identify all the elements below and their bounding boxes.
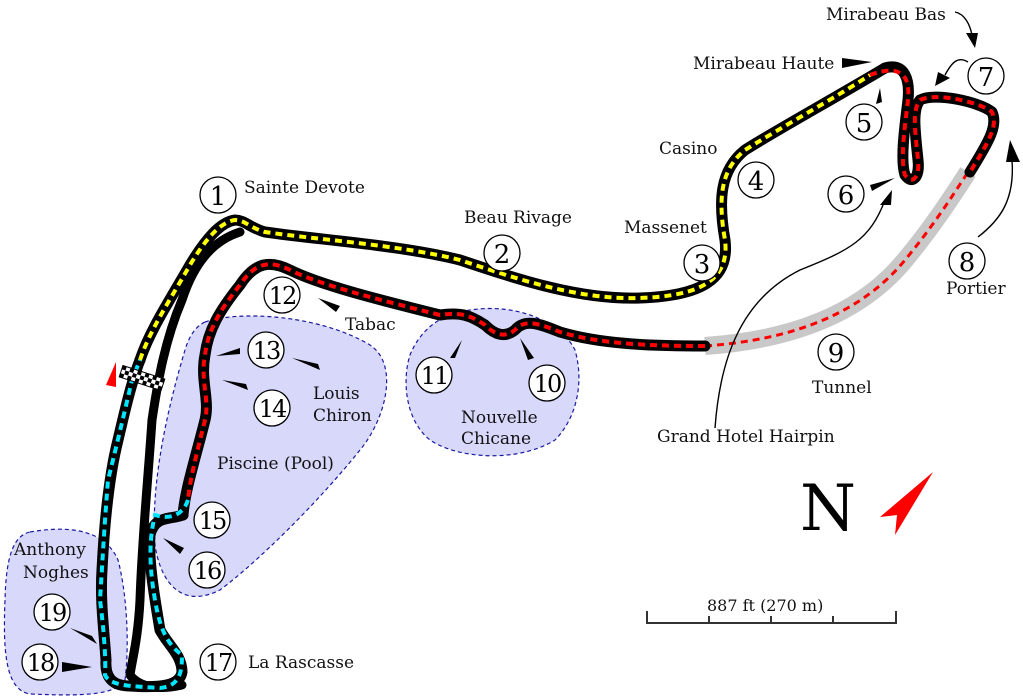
start-finish-line [118,364,166,392]
svg-text:1: 1 [210,182,227,212]
label-noghes: Noghes [23,563,89,583]
pit-lane [125,227,245,692]
svg-text:17: 17 [205,649,232,677]
label-tabac: Tabac [345,315,396,335]
label-louis: Louis [313,384,360,404]
corner-19: 19 [33,593,71,631]
label-anthony: Anthony [13,540,86,560]
arrowhead-icon [1006,140,1020,162]
svg-text:3: 3 [694,250,711,280]
svg-text:12: 12 [269,282,296,310]
corner-pointers [62,58,895,672]
label-tunnel: Tunnel [812,378,872,398]
svg-text:7: 7 [978,63,995,93]
svg-text:2: 2 [494,240,511,270]
label-beau-rivage: Beau Rivage [464,208,572,228]
track-sector-2b [186,262,706,501]
corner-18: 18 [21,643,59,681]
svg-text:11: 11 [421,362,448,390]
svg-text:9: 9 [828,339,845,369]
label-massenet: Massenet [624,218,707,238]
label-nouvelle: Nouvelle [461,408,538,428]
tunnel-sector-2 [704,171,970,348]
label-chicane: Chicane [461,429,531,449]
corner-14: 14 [253,389,291,427]
arrowhead-icon [935,72,950,86]
corner-7: 7 [967,57,1005,95]
track-sector-2 [869,68,996,182]
label-chiron: Chiron [313,406,372,426]
label-la-rascasse: La Rascasse [248,653,354,673]
arrowhead-icon [880,190,892,205]
svg-text:18: 18 [27,649,54,677]
svg-text:19: 19 [39,599,66,627]
label-casino: Casino [659,139,718,159]
leader-portier [977,159,1014,238]
label-portier: Portier [946,279,1006,299]
svg-text:4: 4 [748,167,765,197]
svg-text:13: 13 [253,337,280,365]
scale-bar [646,611,897,624]
corner-11: 11 [415,356,453,394]
direction-arrow-icon [106,362,116,387]
corner-3: 3 [683,244,721,282]
label-sainte-devote: Sainte Devote [244,178,365,198]
leader-mirabeau-bas [954,11,973,36]
label-mirabeau-bas: Mirabeau Bas [826,5,946,25]
corner-16: 16 [188,551,226,589]
arrowhead-icon [966,33,978,48]
corner-13: 13 [247,331,285,369]
corner-4: 4 [737,161,775,199]
north-arrow-icon [880,472,933,535]
corner-1: 1 [199,176,237,214]
leader-grand-hotel-hairpin [714,199,886,429]
svg-text:5: 5 [856,109,873,139]
scale-bar-label: 887 ft (270 m) [707,596,823,615]
svg-text:6: 6 [838,181,855,211]
label-grand-hotel-hairpin: Grand Hotel Hairpin [657,427,835,447]
label-mirabeau-haute: Mirabeau Haute [693,54,834,74]
svg-text:16: 16 [194,557,221,585]
svg-text:8: 8 [959,248,976,278]
corner-2: 2 [483,234,521,272]
track-sector-3 [97,359,190,691]
label-piscine: Piscine (Pool) [217,454,334,474]
corner-17: 17 [199,643,237,681]
corner-9: 9 [817,333,855,371]
corner-10: 10 [528,364,566,402]
corner-12: 12 [263,276,301,314]
corner-8: 8 [948,242,986,280]
corner-5: 5 [845,103,883,141]
svg-text:14: 14 [259,395,287,423]
track-sector-1 [138,73,872,361]
svg-text:10: 10 [534,370,561,398]
corner-15: 15 [193,501,231,539]
svg-text:15: 15 [199,507,226,535]
leader-7 [944,58,969,76]
compass-letter: N [800,472,856,546]
corner-6: 6 [827,175,865,213]
